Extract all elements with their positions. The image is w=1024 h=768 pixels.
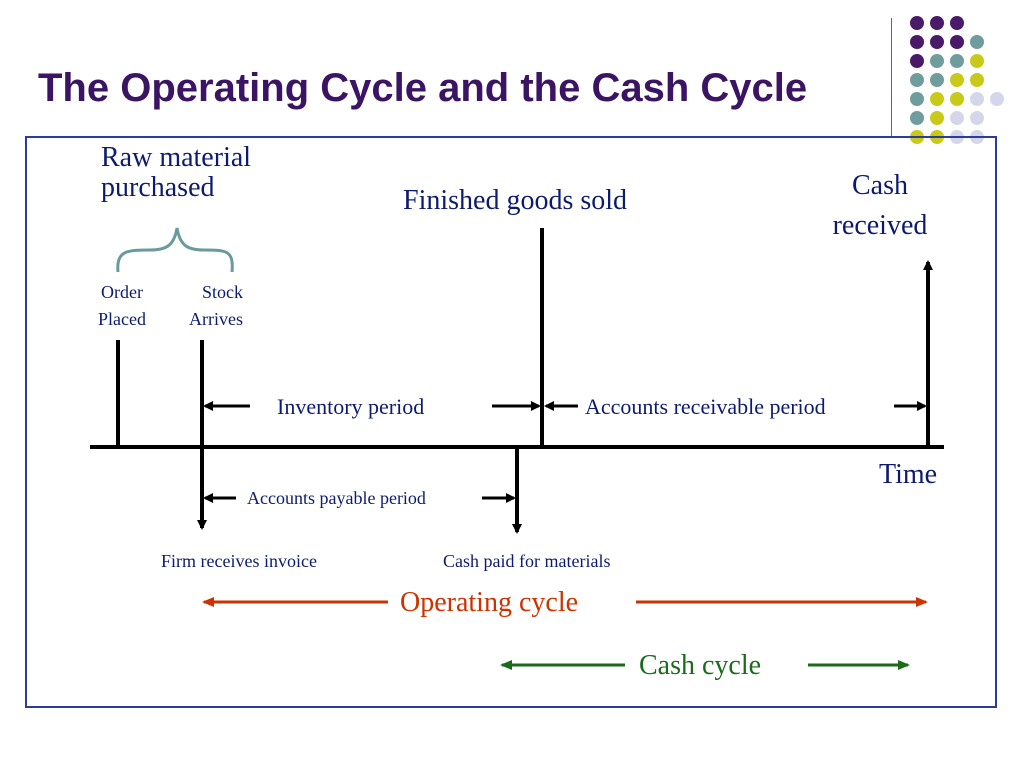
raw-material-line2: purchased <box>101 172 215 203</box>
order-line2: Placed <box>98 309 146 329</box>
order-line1: Order <box>101 282 143 302</box>
cash-cycle-label: Cash cycle <box>639 650 762 681</box>
header-divider <box>891 18 892 136</box>
decor-dot <box>950 92 964 106</box>
finished-goods-label: Finished goods sold <box>403 185 628 216</box>
decor-dot <box>910 35 924 49</box>
decor-dot <box>930 35 944 49</box>
raw-material-brace <box>116 227 234 273</box>
decor-dot <box>970 73 984 87</box>
decor-dot <box>910 111 924 125</box>
decor-dot <box>930 111 944 125</box>
raw-material-line1: Raw material <box>101 142 252 173</box>
stock-arrives-label: Stock Arrives <box>175 279 243 333</box>
operating-cycle-label: Operating cycle <box>400 587 579 618</box>
decor-dot <box>930 54 944 68</box>
decor-dot <box>950 111 964 125</box>
inventory-period-label: Inventory period <box>277 394 425 419</box>
decor-dot <box>950 73 964 87</box>
time-label: Time <box>879 459 938 490</box>
decor-dot <box>910 92 924 106</box>
slide-title: The Operating Cycle and the Cash Cycle <box>38 66 808 110</box>
decor-dot <box>930 16 944 30</box>
decor-dot <box>910 73 924 87</box>
cash-paid-label: Cash paid for materials <box>443 551 611 571</box>
decor-dot <box>970 111 984 125</box>
decor-dot <box>950 16 964 30</box>
decor-dot <box>950 54 964 68</box>
firm-receives-invoice-label: Firm receives invoice <box>161 551 317 571</box>
receivable-period-label: Accounts receivable period <box>585 394 826 419</box>
order-placed-label: Order Placed <box>88 279 156 333</box>
decor-dot <box>910 54 924 68</box>
decor-dot <box>970 92 984 106</box>
cash-received-line2: received <box>832 210 928 241</box>
diagram-frame <box>25 136 997 708</box>
payable-period-label: Accounts payable period <box>247 488 426 508</box>
decor-dot <box>910 16 924 30</box>
stock-line2: Arrives <box>189 309 243 329</box>
cash-received-line1: Cash <box>852 170 908 201</box>
decor-dot <box>930 73 944 87</box>
decor-dot <box>930 92 944 106</box>
decor-dot <box>950 35 964 49</box>
stock-line1: Stock <box>201 282 243 302</box>
decor-dot <box>990 92 1004 106</box>
decor-dot <box>970 35 984 49</box>
cash-received-label: Cash received <box>808 166 952 246</box>
decor-dot <box>970 54 984 68</box>
raw-material-label: Raw material purchased <box>101 143 251 203</box>
